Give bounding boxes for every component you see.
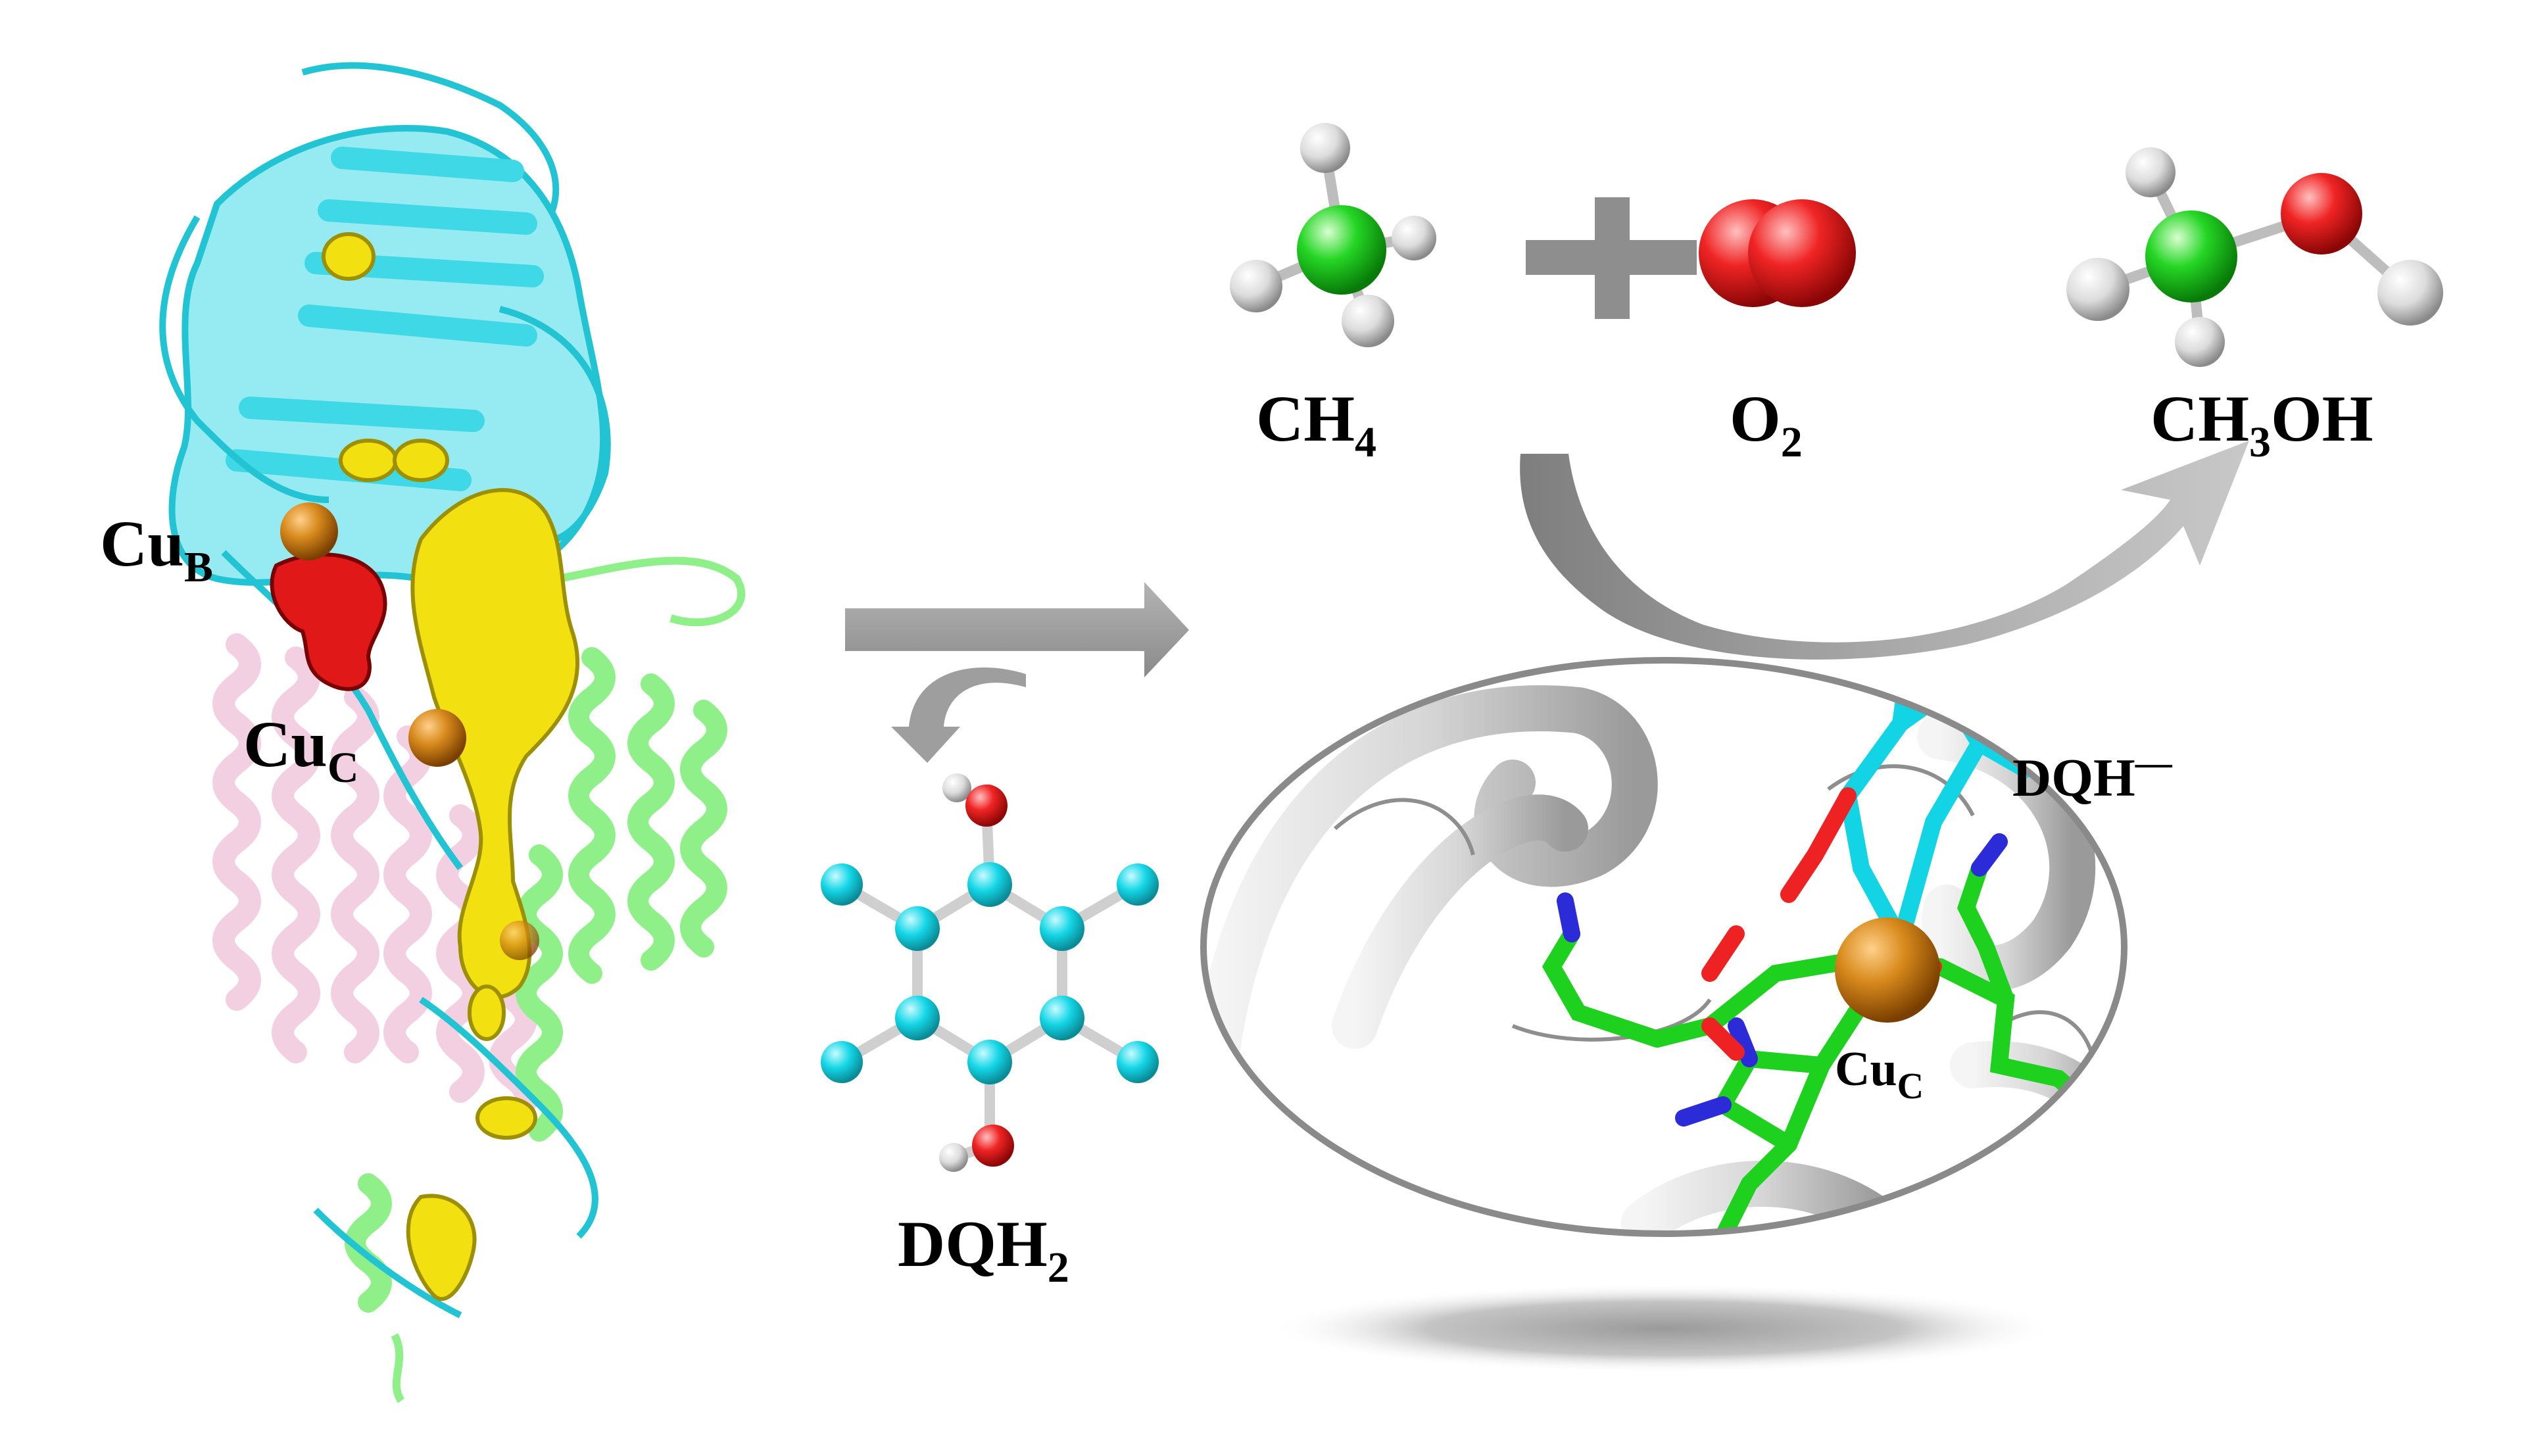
dqh2-molecule xyxy=(821,773,1159,1172)
label-cuc-site: CuC xyxy=(1835,1042,1924,1107)
lens-border xyxy=(1200,657,2127,1237)
label-dqh2: DQH2 xyxy=(898,1207,1069,1292)
protein-structure xyxy=(159,62,745,1403)
ch3oh-molecule xyxy=(2066,147,2443,367)
label-dqh-minus: DQH— xyxy=(2012,742,2173,808)
cuc-site-copper-atom xyxy=(1835,917,1940,1023)
plus-icon xyxy=(1526,197,1697,319)
green-loop xyxy=(391,556,745,1403)
cyan-beta-domain xyxy=(159,62,611,1319)
cub-copper-atom xyxy=(280,502,338,560)
ch4-molecule xyxy=(1230,123,1436,347)
label-ch3oh: CH3OH xyxy=(2151,382,2373,466)
label-cub: CuB xyxy=(100,507,213,591)
yellow-cavity xyxy=(322,232,580,1301)
right-arrow-icon xyxy=(845,582,1189,763)
curved-down-arrow xyxy=(891,667,1026,763)
curved-arrow-icon xyxy=(1520,441,2249,660)
label-cuc-protein: CuC xyxy=(243,708,359,792)
label-ch4: CH4 xyxy=(1256,382,1376,466)
green-helix-bundle xyxy=(345,647,727,1313)
lens-shadow xyxy=(1269,1284,2058,1373)
cuc-copper-atom xyxy=(408,709,466,767)
inner-copper-atom xyxy=(500,921,539,960)
red-cavity xyxy=(270,552,387,691)
label-o2: O2 xyxy=(1730,382,1803,466)
o2-molecule xyxy=(1699,199,1856,307)
